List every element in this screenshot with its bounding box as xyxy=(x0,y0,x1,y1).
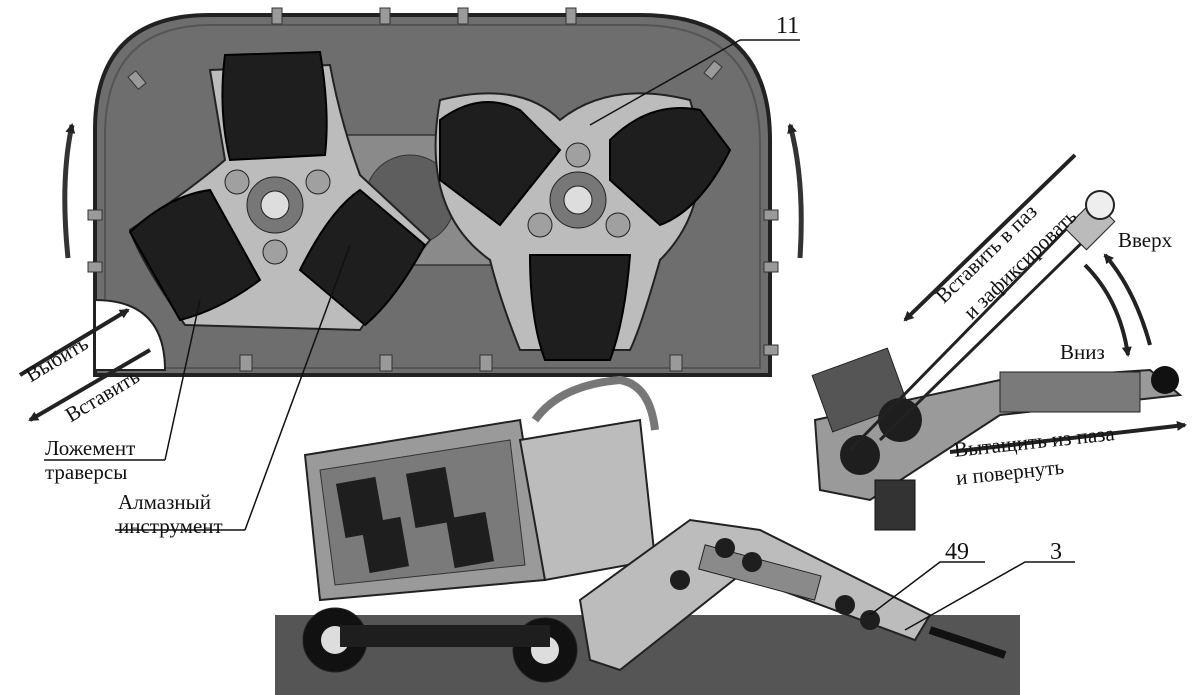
label-traversy: траверсы xyxy=(45,460,128,484)
label-vverh: Вверх xyxy=(1118,228,1173,252)
knockout-insert-arrows xyxy=(18,308,152,422)
leader-lines xyxy=(44,39,800,531)
machine-isometric xyxy=(275,375,1020,695)
traverse-left xyxy=(128,50,432,332)
label-lozhement: Ложемент xyxy=(45,436,136,460)
callout-3: 3 xyxy=(1050,539,1062,565)
traverse-right xyxy=(434,92,732,361)
handle-detail xyxy=(811,190,1183,531)
bottom-leader-lines xyxy=(869,561,1075,631)
label-almazny: Алмазный xyxy=(118,490,211,514)
label-vniz: Вниз xyxy=(1060,340,1105,364)
callout-49: 49 xyxy=(945,539,969,565)
callout-11: 11 xyxy=(776,13,800,39)
rotation-arrows xyxy=(62,123,804,259)
handle-arrows xyxy=(903,153,1187,454)
label-instrument: инструмент xyxy=(118,514,223,538)
